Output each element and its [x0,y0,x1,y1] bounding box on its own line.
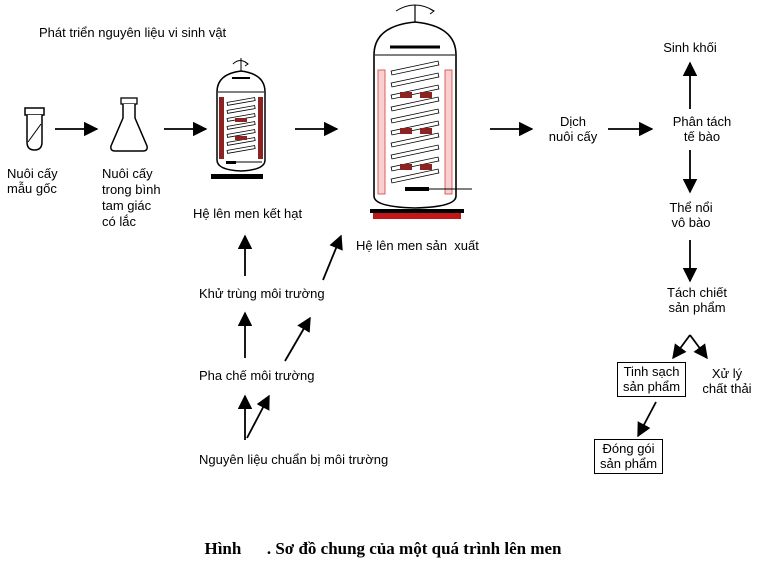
arrow-raw-to-preparation-right [246,394,270,439]
node-packaging: Đóng gói sản phẩm [594,439,664,474]
node-waste-treatment: Xử lý chất thải [702,366,752,396]
node-medium-raw-materials: Nguyên liệu chuẩn bị môi trường [199,452,389,467]
seed-fermenter-icon [211,58,266,179]
node-product-extraction: Tách chiết sản phẩm [667,285,727,315]
node-medium-sterilization: Khử trùng môi trường [199,286,325,301]
arrow-extraction-to-waste [689,334,708,360]
node-cell-free-supernatant: Thể nổi vô bào [669,200,713,230]
figure-caption: Hình . Sơ đồ chung của một quá trình lên… [0,539,766,559]
node-biomass: Sinh khối [663,40,717,55]
caption-prefix: Hình [204,539,242,558]
node-flask-culture: Nuôi cấy trong bình tam giác có lắc [102,166,161,229]
arrow-purification-to-packaging [637,401,657,438]
node-medium-preparation: Pha chế môi trường [199,368,315,383]
node-seed-fermenter: Hệ lên men kết hạt [193,206,303,221]
diagram-title: Phát triển nguyên liệu vi sinh vật [39,25,227,40]
node-culture-broth: Dịch nuôi cấy [548,114,598,144]
arrow-sterilization-to-production [322,234,343,281]
arrow-preparation-to-production [284,316,311,362]
node-product-purification: Tinh sạch sản phẩm [617,362,687,397]
caption-text: . Sơ đồ chung của một quá trình lên men [266,539,562,558]
node-cell-separation: Phân tách tế bào [672,114,732,144]
erlenmeyer-flask-icon [110,97,148,152]
production-fermenter-icon [370,4,472,219]
node-production-fermenter: Hệ lên men sản xuất [356,238,479,253]
test-tube-icon [24,107,45,151]
node-stock-culture: Nuôi cấy mẫu gốc [7,166,58,196]
arrow-extraction-to-purification [672,334,691,360]
